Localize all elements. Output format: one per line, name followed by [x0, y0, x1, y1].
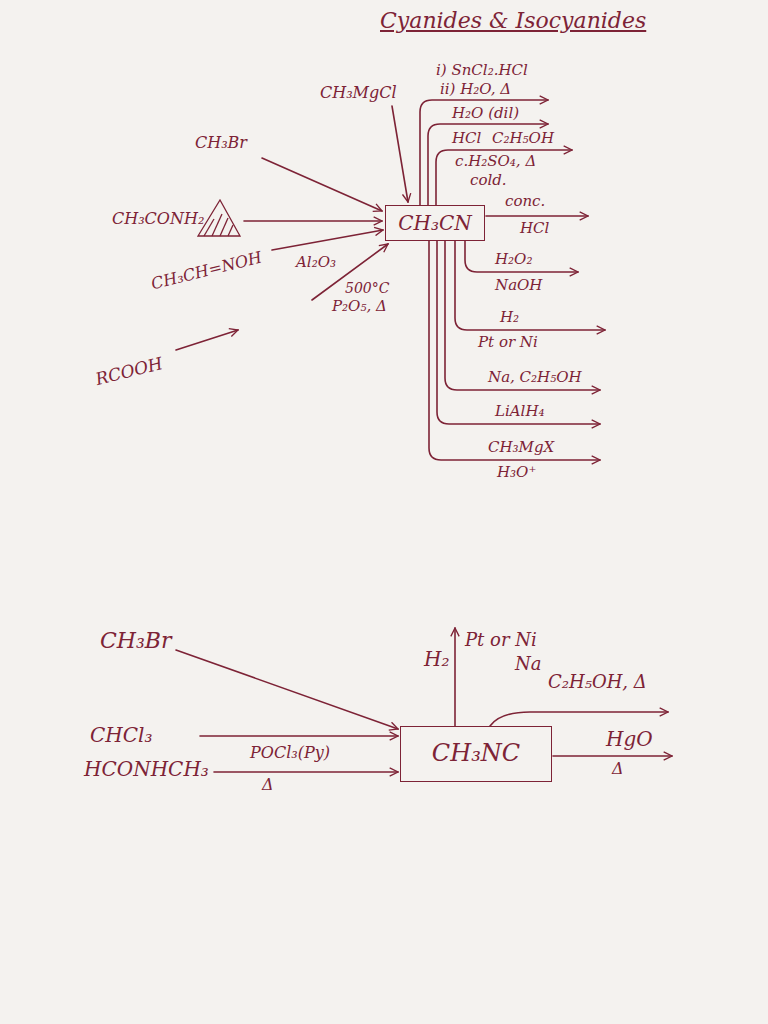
- page-title: Cyanides & Isocyanides: [380, 8, 646, 34]
- reaction-arrow: [429, 241, 600, 460]
- reaction-arrow: [455, 241, 605, 330]
- reagent-label: c.H₂SO₄, Δ: [455, 153, 536, 170]
- reagent-label: C₂H₅OH, Δ: [548, 672, 647, 693]
- compound-formula: CH₃NC: [432, 740, 520, 768]
- reagent-label: CH₃MgX: [488, 439, 554, 456]
- reaction-arrow: [200, 735, 398, 737]
- reaction-arrow: [553, 755, 672, 757]
- reagent-label: conc.: [505, 193, 545, 210]
- reagent-label: H₂O₂: [495, 251, 532, 268]
- reagent-label: HgO: [606, 728, 653, 751]
- reagent-label: HCONHCH₃: [84, 758, 209, 781]
- compound-formula: CH₃CN: [398, 212, 472, 235]
- reagent-label: H₂O (dil): [452, 105, 519, 122]
- reagent-label: cold.: [470, 172, 507, 189]
- reagent-label: i) SnCl₂.HCl: [436, 62, 528, 79]
- reagent-label: Na, C₂H₅OH: [488, 369, 582, 386]
- reagent-label: HCl: [452, 130, 481, 147]
- reaction-arrow: [465, 241, 578, 272]
- reagent-label: Pt or Ni: [478, 334, 538, 351]
- reagent-label: H₂: [424, 648, 449, 671]
- reagent-label: CH₃MgCl: [320, 84, 397, 102]
- reagent-label: H₃O⁺: [497, 464, 536, 481]
- reaction-arrow: [392, 106, 408, 202]
- reaction-arrow: [176, 650, 398, 729]
- reaction-arrow: [272, 230, 383, 250]
- reagent-label: Pt or Ni: [465, 630, 537, 651]
- reaction-arrow: [244, 220, 382, 222]
- reaction-arrow: [486, 215, 588, 217]
- reagent-label: CH₃Br: [100, 628, 172, 653]
- reagent-label: NaOH: [495, 277, 542, 294]
- reagent-label: RCOOH: [94, 354, 165, 390]
- reagent-label: Na: [515, 654, 541, 675]
- compound-box: CH₃CN: [385, 205, 485, 241]
- reagent-label: CH₃CH=NOH: [149, 249, 263, 294]
- reagent-label: LiAlH₄: [495, 403, 544, 420]
- reagent-label: H₂: [500, 309, 519, 326]
- reagent-label: Δ: [612, 760, 624, 778]
- reaction-arrow: [445, 241, 600, 390]
- reaction-arrow: [437, 241, 600, 424]
- reagent-label: P₂O₅, Δ: [332, 298, 387, 315]
- compound-box: CH₃NC: [400, 726, 552, 782]
- reagent-label: C₂H₅OH: [492, 130, 554, 147]
- reagent-label: CH₃CONH₂: [112, 210, 204, 228]
- reagent-label: ii) H₂O, Δ: [440, 81, 511, 98]
- reagent-label: CHCl₃: [90, 724, 152, 747]
- reaction-arrow: [454, 628, 456, 726]
- reagent-label: POCl₃(Py): [250, 744, 330, 762]
- reaction-arrow: [262, 158, 382, 211]
- reagent-label: 500°C: [345, 280, 389, 296]
- reagent-label: Al₂O₃: [296, 254, 336, 271]
- reaction-arrow: [436, 150, 572, 205]
- reaction-arrow: [214, 771, 398, 773]
- reagent-label: Δ: [262, 776, 274, 794]
- reaction-arrow: [176, 330, 238, 350]
- reagent-label: HCl: [520, 220, 549, 237]
- reaction-arrow: [490, 712, 668, 726]
- reagent-label: CH₃Br: [195, 134, 247, 152]
